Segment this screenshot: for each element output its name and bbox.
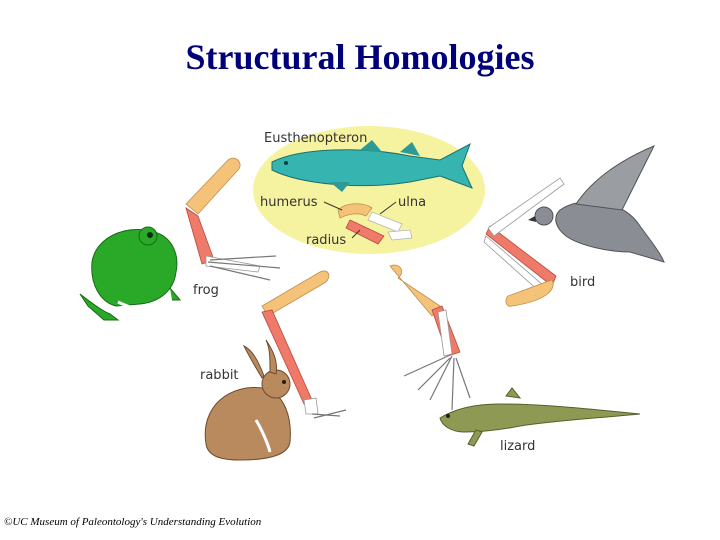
frog-label: frog <box>193 283 219 298</box>
lizard-label: lizard <box>500 439 535 454</box>
humerus-label: humerus <box>260 195 318 210</box>
image-credit: ©UC Museum of Paleontology's Understandi… <box>4 516 261 528</box>
rabbit-label: rabbit <box>200 368 239 383</box>
bird-limb-bones <box>484 178 564 306</box>
radius-label: radius <box>306 233 346 248</box>
ulna-label: ulna <box>398 195 426 210</box>
rabbit-illustration <box>205 340 290 460</box>
bird-label: bird <box>570 275 595 290</box>
fish-label: Eusthenopteron <box>264 131 367 146</box>
bird-illustration <box>528 146 664 262</box>
lizard-limb-bones <box>390 265 470 410</box>
frog-illustration <box>80 227 180 320</box>
